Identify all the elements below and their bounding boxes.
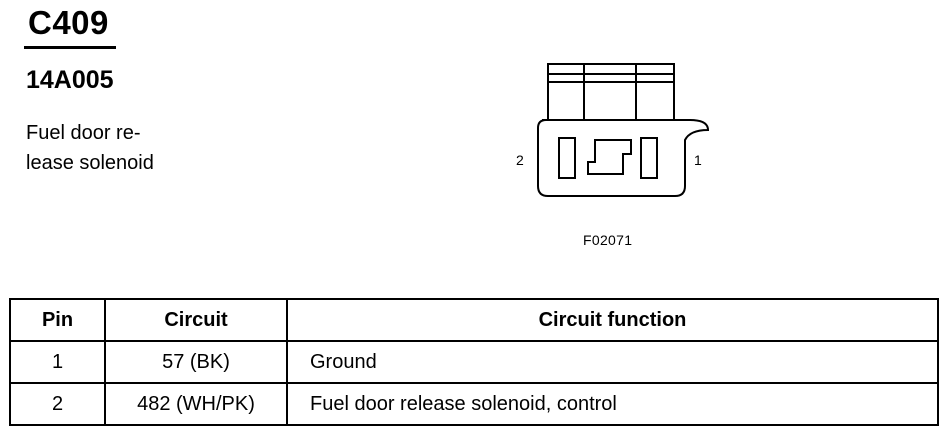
connector-lock-tab xyxy=(547,63,675,121)
part-number: 14A005 xyxy=(26,66,114,94)
table-header-row: Pin Circuit Circuit function xyxy=(9,298,939,342)
center-key xyxy=(587,139,632,175)
connector-housing xyxy=(537,119,710,197)
terminal-cavity-2 xyxy=(558,137,576,179)
terminal-cavity-1 xyxy=(640,137,658,179)
header-circuit: Circuit xyxy=(104,298,288,342)
description-line-1: Fuel door re- xyxy=(26,122,141,144)
connector-title: C409 xyxy=(28,4,109,41)
table-row: 1 57 (BK) Ground xyxy=(9,340,939,384)
header-pin: Pin xyxy=(9,298,106,342)
connector-face-diagram xyxy=(537,63,710,197)
cell-circuit: 57 (BK) xyxy=(104,340,288,384)
table-row: 2 482 (WH/PK) Fuel door release solenoid… xyxy=(9,382,939,426)
pin-2-label: 2 xyxy=(516,152,524,168)
description-line-2: lease solenoid xyxy=(26,152,154,174)
title-underline xyxy=(24,46,116,49)
cell-circuit: 482 (WH/PK) xyxy=(104,382,288,426)
figure-id: F02071 xyxy=(583,232,633,248)
pinout-table: Pin Circuit Circuit function 1 57 (BK) G… xyxy=(9,298,939,426)
cell-function: Ground xyxy=(286,340,939,384)
header-circuit-function: Circuit function xyxy=(286,298,939,342)
cell-pin: 2 xyxy=(9,382,106,426)
component-description: Fuel door re- lease solenoid xyxy=(26,118,154,178)
pin-1-label: 1 xyxy=(694,152,702,168)
cell-function: Fuel door release solenoid, control xyxy=(286,382,939,426)
cell-pin: 1 xyxy=(9,340,106,384)
